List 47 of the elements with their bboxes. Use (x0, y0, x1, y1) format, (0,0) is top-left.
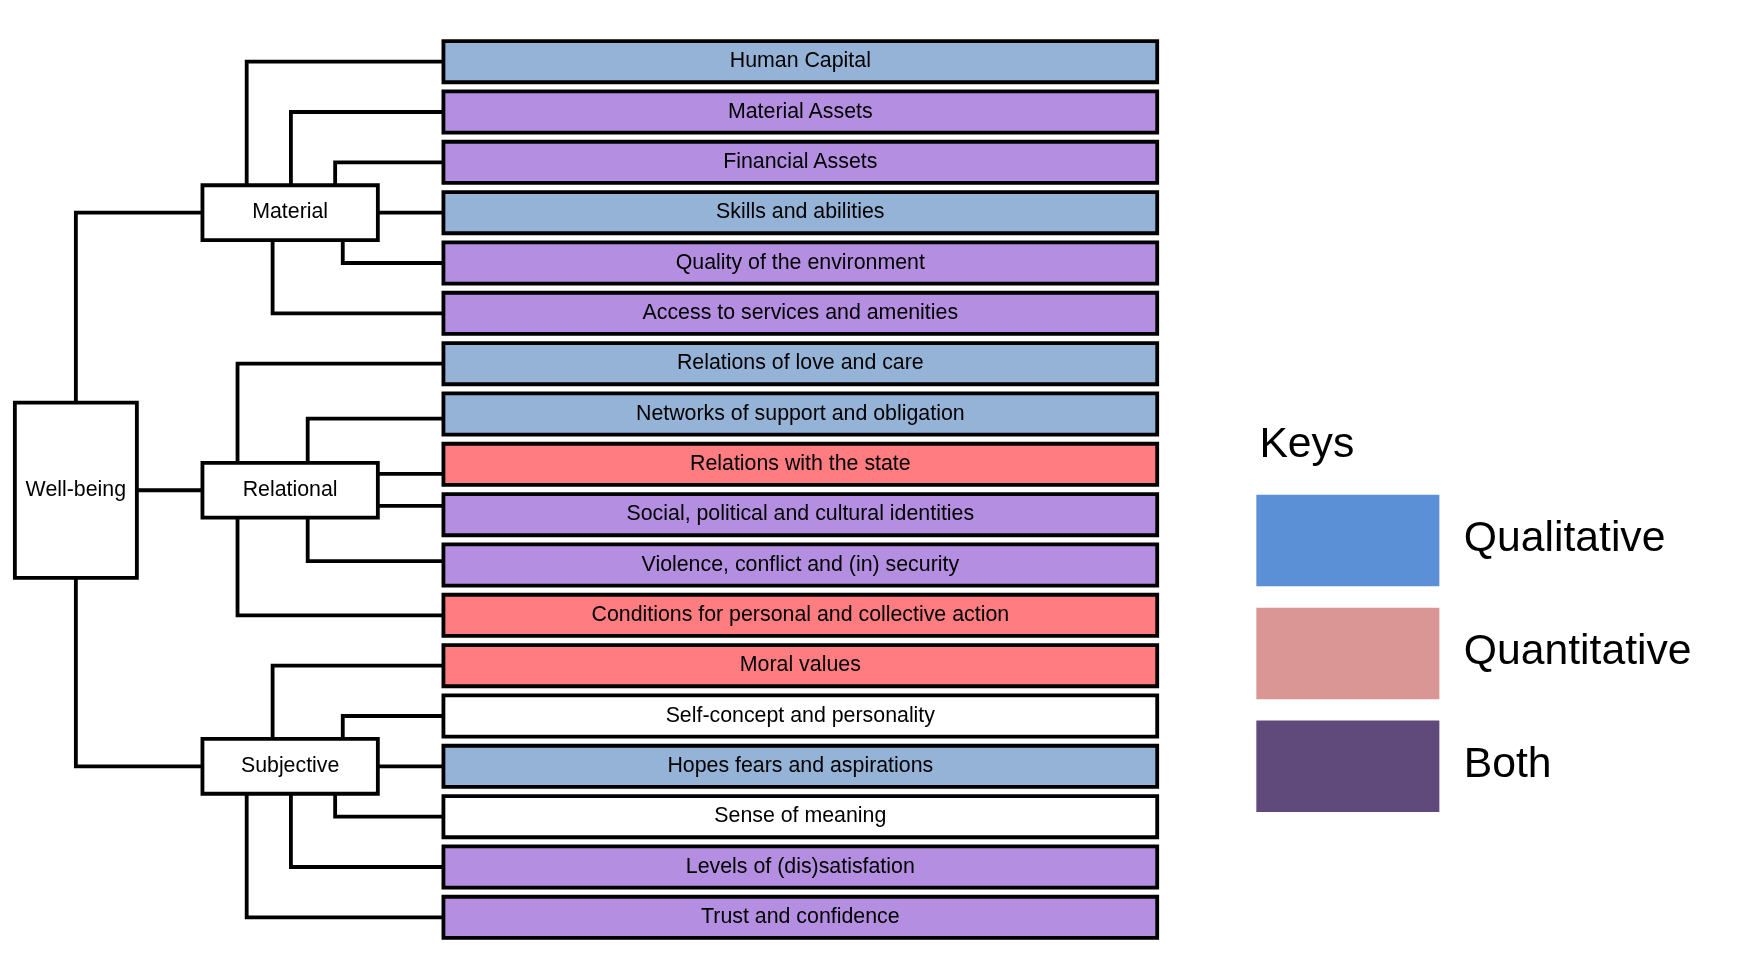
connector (377, 763, 443, 768)
legend-label: Both (1463, 737, 1552, 786)
connector (270, 663, 444, 739)
node-box: Quality of the environment (441, 240, 1160, 285)
node-box: Hopes fears and aspirations (441, 743, 1160, 789)
node-box: Self-concept and personality (441, 693, 1160, 738)
connector (377, 471, 443, 476)
node-box: Moral values (441, 642, 1160, 688)
connector (244, 59, 444, 185)
node-box: Financial Assets (441, 139, 1160, 185)
node-box: Networks of support and obligation (441, 391, 1160, 436)
node-box: Subjective (200, 736, 380, 796)
connector (305, 517, 443, 563)
node-box: Material Assets (441, 89, 1160, 134)
connector (377, 503, 443, 508)
connector (270, 239, 444, 315)
connector (73, 210, 203, 402)
node-box: Relations of love and care (441, 340, 1160, 386)
connector (235, 517, 444, 617)
connector (235, 361, 444, 463)
connector (340, 713, 444, 739)
connector (333, 793, 444, 819)
node-box: Access to services and amenities (441, 290, 1160, 336)
connector (333, 159, 444, 185)
legend-label: Quantitative (1463, 624, 1692, 673)
connector (340, 239, 444, 265)
node-box: Skills and abilities (441, 189, 1160, 235)
connector (73, 577, 203, 768)
node-box: Relational (200, 460, 380, 520)
node-box: Material (200, 182, 380, 242)
node-box: Conditions for personal and collective action (441, 592, 1160, 638)
node-box: Sense of meaning (441, 793, 1160, 839)
node-box: Violence, conflict and (in) security (441, 542, 1160, 587)
node-box: Human Capital (441, 38, 1160, 84)
connector (305, 416, 443, 463)
connector (289, 109, 444, 185)
connector (289, 793, 444, 869)
connector (244, 793, 444, 919)
node-box: Relations with the state (441, 441, 1160, 487)
node-box: Levels of (dis)satisfation (441, 844, 1160, 889)
node-box: Well-being (12, 400, 139, 580)
node-box: Trust and confidence (441, 894, 1160, 940)
node-box: Social, political and cultural identities (441, 491, 1160, 537)
label: Keys (1259, 417, 1355, 466)
connector (377, 210, 443, 215)
legend-label: Qualitative (1463, 511, 1666, 560)
connector (137, 487, 203, 492)
